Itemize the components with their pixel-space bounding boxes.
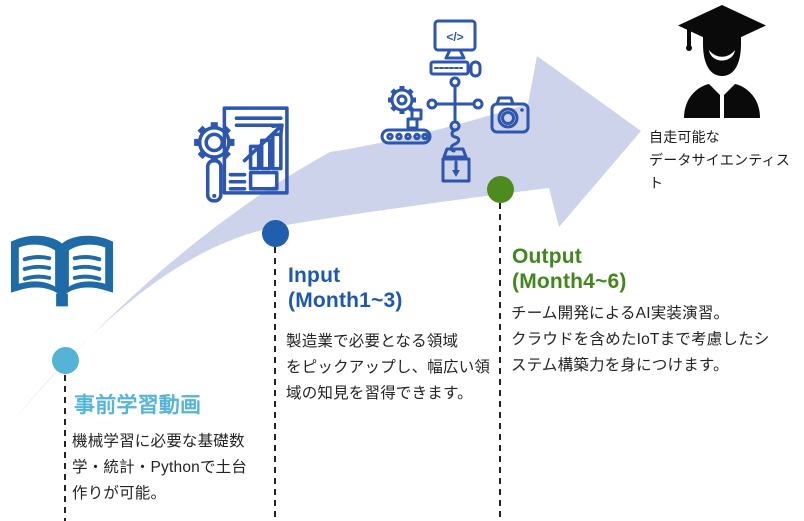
stage-dot-prestudy bbox=[52, 347, 79, 374]
stage-body-input: 製造業で必要となる領域 をピックアップし、幅広い領 域の知見を習得できます。 bbox=[286, 333, 491, 402]
goal-label: 自走可能な データサイエンティスト bbox=[649, 129, 791, 191]
monitor-code-glyph: </> bbox=[446, 30, 463, 44]
leader-line-input bbox=[274, 247, 276, 521]
stage-body-prestudy: 機械学習に必要な基礎数 学・統計・Pythonで土台 作りが可能。 bbox=[72, 433, 248, 502]
gear-magnifier-report-icon bbox=[194, 106, 289, 203]
graduate-icon bbox=[678, 5, 766, 118]
camera-icon bbox=[490, 102, 530, 134]
stage-dot-output bbox=[487, 176, 514, 203]
stage-title-input: Input (Month1~3) bbox=[288, 264, 403, 312]
growth-arrow-shape bbox=[14, 56, 641, 420]
stage-title-prestudy: 事前学習動画 bbox=[74, 394, 202, 417]
mouse-icon bbox=[469, 60, 482, 78]
stage-dot-input bbox=[262, 220, 289, 247]
conveyor-icon bbox=[380, 128, 432, 145]
leader-line-output bbox=[499, 203, 501, 521]
dev-tools-cluster-icon: </> bbox=[380, 19, 530, 183]
open-book-icon bbox=[10, 235, 114, 307]
stage-body-output: チーム開発によるAI実装演習。 クラウドを含めたIoTまで考慮したシ ステム構築… bbox=[511, 305, 770, 374]
mortarboard-icon bbox=[678, 5, 766, 46]
leader-line-prestudy bbox=[64, 375, 66, 521]
stage-title-output: Output (Month4~6) bbox=[512, 245, 627, 293]
keyboard-icon bbox=[429, 60, 470, 76]
